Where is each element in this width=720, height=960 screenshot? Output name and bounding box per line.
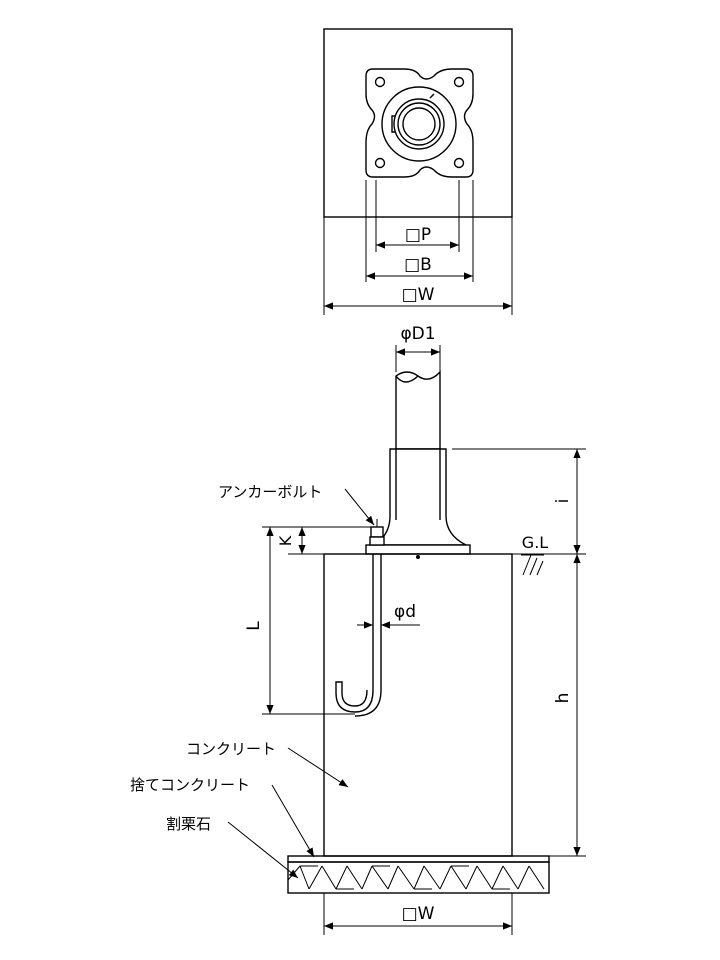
plan-pole-base-outer: [381, 86, 457, 162]
dim-l-label: L: [244, 621, 264, 631]
pole-shaft: [395, 370, 441, 450]
gl-ground-symbol: [521, 554, 544, 576]
crushed-stone-layer: [287, 861, 550, 894]
plan-bolt-hole: [453, 157, 465, 169]
gl-label: G.L: [522, 533, 548, 552]
concrete-leader: [287, 747, 349, 788]
lean-concrete-leader: [271, 784, 315, 858]
crushed-stone-hatch: [287, 865, 545, 890]
dim-w-bottom-label: □W: [402, 904, 435, 924]
lean-concrete-slab: [287, 855, 550, 863]
plan-bolt-hole: [453, 76, 465, 88]
anchor-bolt-label: アンカーボルト: [218, 483, 322, 501]
plan-view: □P □B □W: [323, 28, 513, 315]
dim-i-label: i: [553, 499, 573, 504]
crushed-stone-label: 割栗石: [166, 815, 211, 833]
dim-p-label: □P: [405, 225, 431, 245]
dim-k-label: K: [276, 535, 295, 546]
anchor-bolt-leader: [344, 488, 375, 526]
elevation-base-plate: [365, 544, 471, 555]
crushed-stone-leader: [227, 821, 299, 879]
concrete-block: [323, 553, 513, 857]
elevation-view: φD1 G.L i: [130, 324, 586, 935]
plan-bolt-hole: [374, 76, 386, 88]
anchor-bolt-hook: [335, 554, 374, 713]
plan-pole-ring: [393, 98, 445, 150]
concrete-label: コンクリート: [186, 740, 276, 758]
plan-foundation-square: [323, 28, 513, 218]
plan-pole-ring-inner: [397, 102, 441, 146]
dim-d-label: φd: [394, 602, 416, 622]
dim-d1-label: φD1: [400, 324, 435, 344]
lean-concrete-label: 捨てコンクリート: [130, 776, 250, 794]
dim-b-label: □B: [404, 255, 432, 275]
plan-bolt-hole: [374, 157, 386, 169]
pole-base: [371, 448, 467, 546]
anchor-nut: [370, 526, 384, 538]
dim-w-top-label: □W: [402, 285, 435, 305]
dim-h-label: h: [553, 693, 573, 704]
plan-pole-bore: [402, 107, 436, 141]
